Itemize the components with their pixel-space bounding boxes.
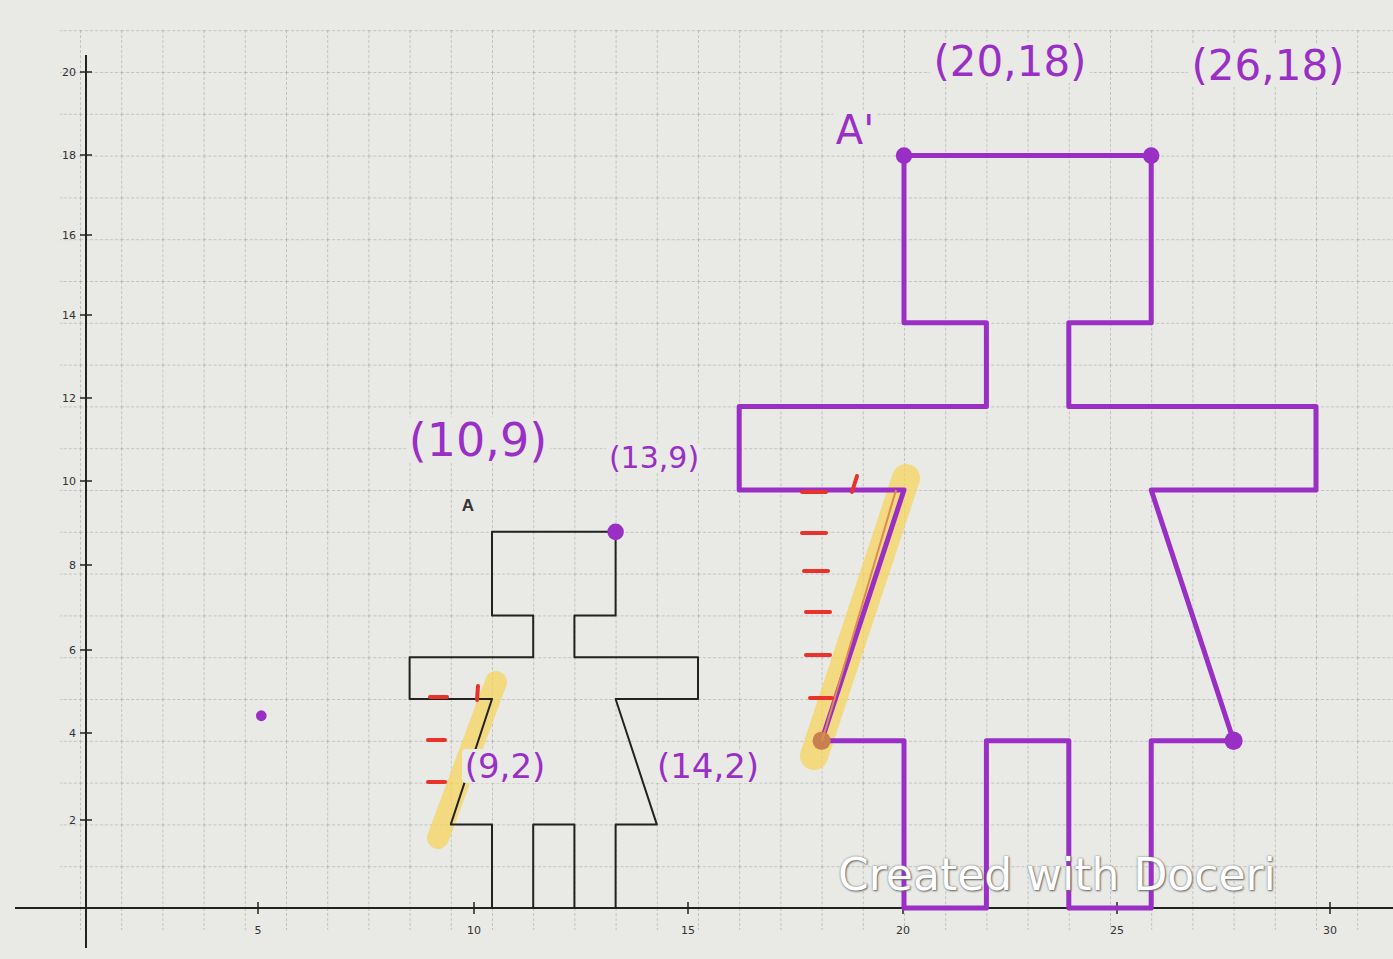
point-label: A' <box>833 110 877 150</box>
x-axis-number: 5 <box>255 925 262 936</box>
x-axis-number: 15 <box>681 925 695 936</box>
watermark: Created with Doceri <box>838 853 1276 897</box>
y-axis-number: 20 <box>62 67 76 78</box>
x-axis-number: 10 <box>467 925 481 936</box>
y-axis-number: 4 <box>69 728 76 739</box>
y-axis-number: 14 <box>62 310 76 321</box>
point-label: A <box>460 497 476 514</box>
point-coordinate: (9,2) <box>462 749 549 783</box>
x-axis-number: 30 <box>1323 925 1337 936</box>
y-axis-number: 8 <box>69 560 76 571</box>
point-coordinate: (26,18) <box>1188 45 1347 87</box>
y-axis-number: 16 <box>62 230 76 241</box>
y-axis-number: 2 <box>69 815 76 826</box>
y-axis-number: 6 <box>69 645 76 656</box>
point-coordinate: (14,2) <box>654 749 762 783</box>
y-axis-number: 10 <box>62 476 76 487</box>
x-axis-number: 20 <box>896 925 910 936</box>
x-axis-number: 25 <box>1110 925 1124 936</box>
point-coordinate: (20,18) <box>930 41 1089 83</box>
point-coordinate: (10,9) <box>406 417 550 463</box>
y-axis-number: 12 <box>62 393 76 404</box>
point-coordinate: (13,9) <box>606 443 702 473</box>
y-axis-number: 18 <box>62 150 76 161</box>
